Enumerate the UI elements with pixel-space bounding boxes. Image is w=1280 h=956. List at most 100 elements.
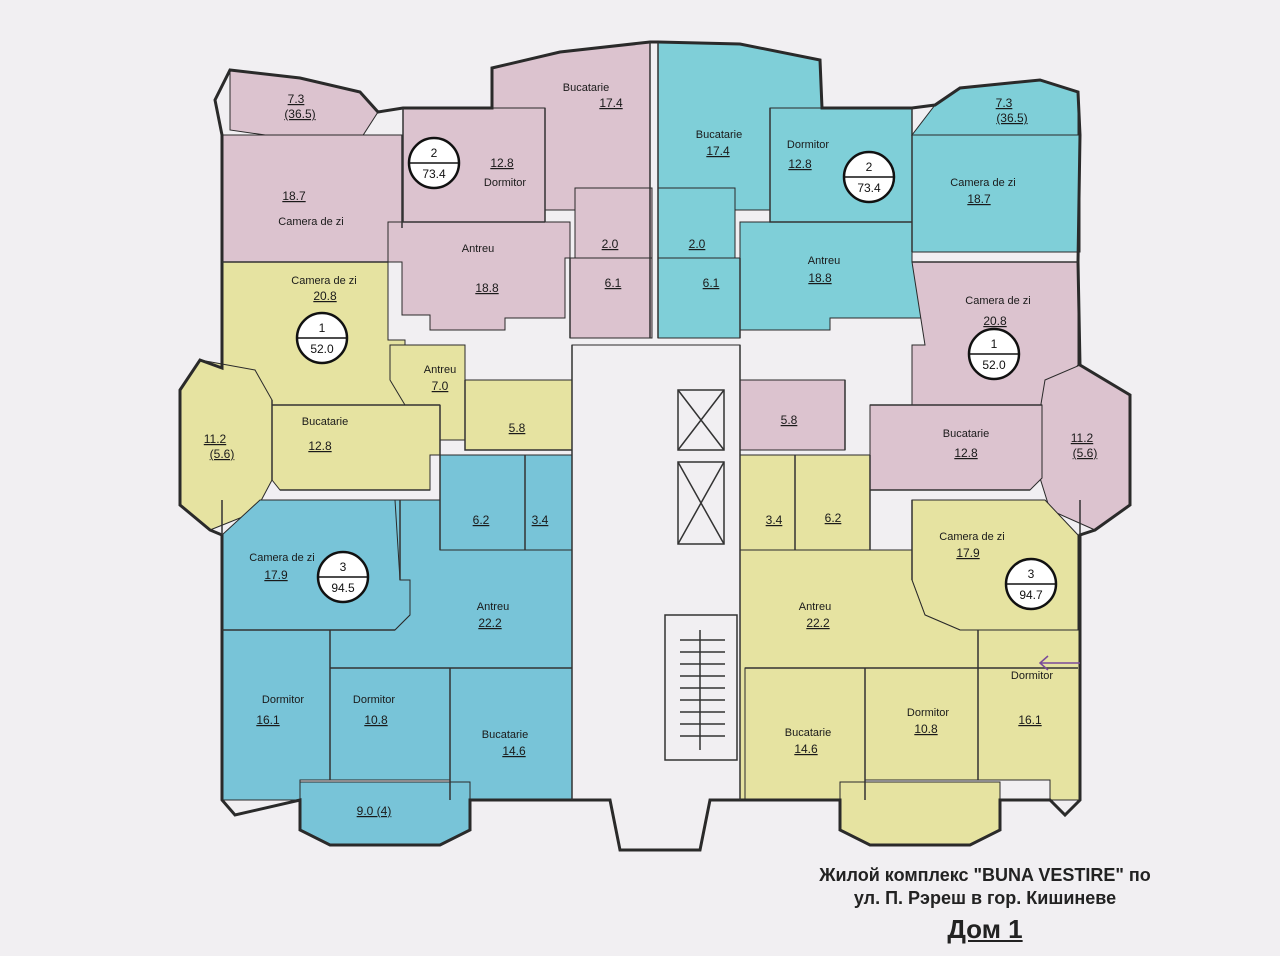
area-bl-living: 17.9	[264, 568, 288, 582]
room-labels: 7.3 (36.5) 18.7 Camera de zi 12.8 Dormit…	[204, 82, 1098, 818]
label-br-kitchen: Bucatarie	[785, 727, 831, 739]
area-bl-bed1: 16.1	[256, 713, 280, 727]
label-bl-living: Camera de zi	[249, 552, 314, 564]
badge-tl-rooms: 2	[431, 146, 438, 160]
badge-ml-rooms: 1	[319, 321, 326, 335]
room-tl-wc[interactable]	[574, 187, 653, 259]
room-bl-wc[interactable]	[524, 454, 573, 551]
label-bl-hall: Antreu	[477, 601, 509, 613]
area-mr-kitchen: 12.8	[954, 446, 978, 460]
area2-mr-balcony: (5.6)	[1073, 446, 1098, 460]
room-tl-bath[interactable]	[569, 257, 653, 339]
area-ml-balcony: 11.2	[204, 432, 227, 446]
area-br-bed2: 10.8	[914, 722, 938, 736]
room-br-wc[interactable]	[739, 454, 796, 551]
room-br-bath[interactable]	[794, 454, 871, 551]
caption-line1: Жилой комплекс "BUNA VESTIRE" по	[819, 865, 1151, 885]
label-tr-bedroom: Dormitor	[787, 139, 830, 151]
walls	[178, 40, 1132, 852]
area2-ml-balcony: (5.6)	[210, 447, 235, 461]
area-br-wc: 3.4	[766, 513, 783, 527]
badge-ml-area: 52.0	[310, 342, 334, 356]
area-tl-bedroom: 12.8	[490, 156, 514, 170]
area-br-living: 17.9	[956, 546, 980, 560]
room-bl-bath[interactable]	[439, 454, 526, 551]
area-tl-balcony: 7.3	[288, 92, 305, 106]
badge-bl: 3 94.5	[316, 550, 370, 604]
room-br-living[interactable]	[911, 499, 1079, 631]
label-br-living: Camera de zi	[939, 531, 1004, 543]
label-tl-kitchen: Bucatarie	[563, 82, 609, 94]
room-ml-bath[interactable]	[464, 379, 573, 451]
room-bl-bed2[interactable]	[329, 667, 451, 781]
room-br-balcony[interactable]	[839, 781, 1001, 846]
area-bl-bed2: 10.8	[364, 713, 388, 727]
label-br-hall: Antreu	[799, 601, 831, 613]
room-tl-living[interactable]	[221, 134, 403, 263]
area-bl-balcony: 9.0 (4)	[357, 804, 392, 818]
area-tl-bath: 6.1	[605, 276, 622, 290]
badge-mr-area: 52.0	[982, 358, 1006, 372]
room-ml-kitchen[interactable]	[271, 404, 441, 491]
badge-bl-rooms: 3	[340, 560, 347, 574]
area-ml-living: 20.8	[313, 289, 337, 303]
area-tl-kitchen: 17.4	[599, 96, 623, 110]
area-br-bath: 6.2	[825, 511, 842, 525]
badge-tr: 2 73.4	[842, 150, 896, 204]
label-tr-living: Camera de zi	[950, 177, 1015, 189]
badge-br: 3 94.7	[1004, 557, 1058, 611]
badges: 2 73.4 2 73.4 1 52.0 1 52.0 3 94.5	[295, 136, 1058, 611]
area-tr-hall: 18.8	[808, 271, 832, 285]
room-tr-hall[interactable]	[739, 221, 926, 331]
area-tr-wc: 2.0	[689, 237, 706, 251]
area-tr-kitchen: 17.4	[706, 144, 730, 158]
area2-tl-balcony: (36.5)	[284, 107, 315, 121]
badge-ml: 1 52.0	[295, 311, 349, 365]
room-tr-living[interactable]	[911, 134, 1081, 253]
label-tl-hall: Antreu	[462, 243, 494, 255]
label-bl-bed2: Dormitor	[353, 694, 396, 706]
area-ml-hall: 7.0	[432, 379, 449, 393]
caption-house: Дом 1	[947, 914, 1023, 944]
area-br-kitchen: 14.6	[794, 742, 818, 756]
label-br-bed1: Dormitor	[1011, 670, 1054, 682]
area-mr-balcony: 11.2	[1071, 431, 1094, 445]
badge-br-area: 94.7	[1019, 588, 1043, 602]
area-mr-bath: 5.8	[781, 413, 798, 427]
caption: Жилой комплекс "BUNA VESTIRE" по ул. П. …	[735, 864, 1235, 944]
label-ml-hall: Antreu	[424, 364, 456, 376]
area2-tr-balcony: (36.5)	[996, 111, 1027, 125]
badge-bl-area: 94.5	[331, 581, 355, 595]
area-bl-hall: 22.2	[478, 616, 502, 630]
room-bl-living[interactable]	[221, 499, 411, 631]
area-bl-bath: 6.2	[473, 513, 490, 527]
label-tr-kitchen: Bucatarie	[696, 129, 742, 141]
badge-tl: 2 73.4	[407, 136, 461, 190]
badge-mr-rooms: 1	[991, 337, 998, 351]
area-tl-living: 18.7	[282, 189, 306, 203]
badge-tr-area: 73.4	[857, 181, 881, 195]
label-mr-living: Camera de zi	[965, 295, 1030, 307]
area-tr-bath: 6.1	[703, 276, 720, 290]
caption-line2: ул. П. Рэреш в гор. Кишиневе	[853, 888, 1117, 908]
label-mr-kitchen: Bucatarie	[943, 428, 989, 440]
badge-tr-rooms: 2	[866, 160, 873, 174]
area-br-bed1: 16.1	[1018, 713, 1042, 727]
area-br-hall: 22.2	[806, 616, 830, 630]
area-tr-balcony: 7.3	[996, 96, 1013, 110]
area-tr-living: 18.7	[967, 192, 991, 206]
room-tr-bath[interactable]	[657, 257, 741, 339]
label-ml-living: Camera de zi	[291, 275, 356, 287]
label-br-bed2: Dormitor	[907, 707, 950, 719]
area-bl-kitchen: 14.6	[502, 744, 526, 758]
area-mr-living: 20.8	[983, 314, 1007, 328]
room-tl-hall[interactable]	[387, 221, 571, 331]
area-ml-bath: 5.8	[509, 421, 526, 435]
arrow-icon	[1038, 655, 1080, 671]
label-bl-kitchen: Bucatarie	[482, 729, 528, 741]
label-tr-hall: Antreu	[808, 255, 840, 267]
stair-core	[571, 344, 741, 851]
area-bl-wc: 3.4	[532, 513, 549, 527]
label-bl-bed1: Dormitor	[262, 694, 305, 706]
